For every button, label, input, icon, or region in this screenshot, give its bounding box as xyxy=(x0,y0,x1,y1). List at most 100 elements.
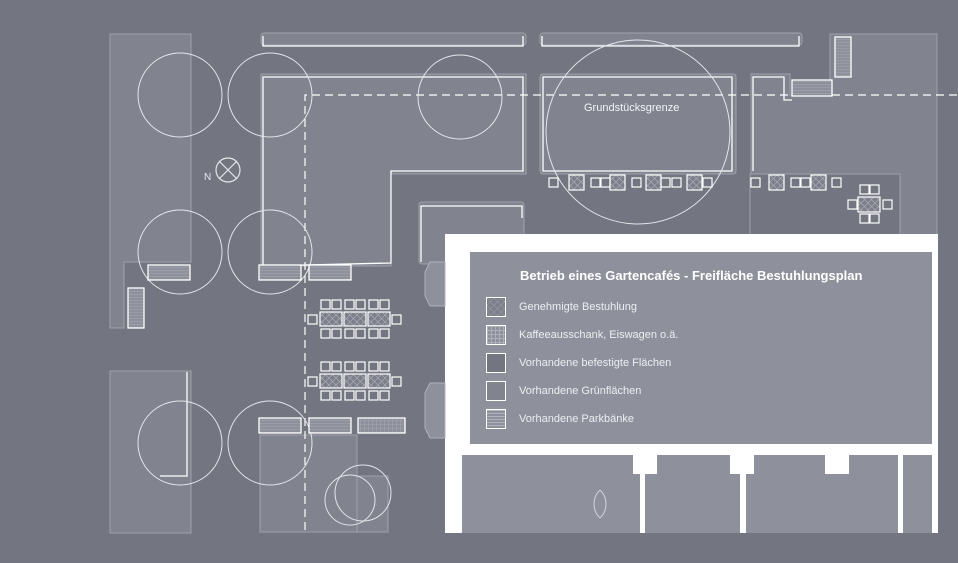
park-bench xyxy=(258,264,302,281)
table xyxy=(367,311,391,327)
table xyxy=(857,196,881,213)
green-area-left-top xyxy=(109,33,192,329)
chair xyxy=(600,177,611,188)
legend-item-green: Vorhandene Grünflächen xyxy=(486,380,641,402)
chair xyxy=(750,177,761,188)
tree xyxy=(137,400,223,486)
park-bench xyxy=(308,264,352,281)
legend-item-kiosk: Kaffeeausschank, Eiswagen o.ä. xyxy=(486,324,678,346)
chair xyxy=(368,299,379,310)
chair xyxy=(320,390,331,401)
chair xyxy=(379,299,390,310)
table xyxy=(568,174,585,191)
legend-label: Genehmigte Bestuhlung xyxy=(519,301,638,313)
building xyxy=(424,234,958,563)
chair xyxy=(320,299,331,310)
legend-item-paved: Vorhandene befestigte Flächen xyxy=(486,352,671,374)
chair xyxy=(671,177,682,188)
chair xyxy=(391,314,402,325)
chair xyxy=(307,376,318,387)
tree xyxy=(227,52,313,138)
legend-label: Vorhandene Parkbänke xyxy=(519,413,634,425)
table xyxy=(645,174,662,191)
park-bench xyxy=(258,417,302,434)
chair xyxy=(320,361,331,372)
tree xyxy=(324,474,376,526)
chair xyxy=(790,177,801,188)
chair xyxy=(702,177,713,188)
chair xyxy=(391,376,402,387)
park-benches xyxy=(127,36,852,434)
tree xyxy=(227,209,313,295)
legend-label: Vorhandene befestigte Flächen xyxy=(519,357,672,369)
chair xyxy=(368,328,379,339)
park-bench xyxy=(791,79,833,97)
legend-title: Betrieb eines Gartencafés - Freifläche B… xyxy=(520,268,863,283)
legend-panel xyxy=(470,252,935,444)
lines-swatch-icon xyxy=(486,409,506,429)
green-area-bottom-center-b xyxy=(356,475,389,533)
property-boundary-label: Grundstücksgrenze xyxy=(584,102,680,114)
grid-swatch-icon xyxy=(486,325,506,345)
tree xyxy=(227,400,313,486)
chair xyxy=(307,314,318,325)
park-bench xyxy=(834,36,852,78)
chair xyxy=(344,390,355,401)
green-area-top-strip-2 xyxy=(539,32,803,46)
approved-seating xyxy=(307,174,893,401)
green-area-left-bottom xyxy=(109,370,192,534)
legend-label: Vorhandene Grünflächen xyxy=(519,385,642,397)
chair xyxy=(590,177,601,188)
chair xyxy=(548,177,559,188)
table xyxy=(686,174,703,191)
table xyxy=(319,373,343,389)
tree xyxy=(137,52,223,138)
chair xyxy=(882,199,893,210)
table xyxy=(319,311,343,327)
legend-item-benches: Vorhandene Parkbänke xyxy=(486,408,634,430)
chair xyxy=(355,390,366,401)
chair xyxy=(368,390,379,401)
park-bench xyxy=(147,264,191,281)
park-bench xyxy=(308,417,352,434)
chair xyxy=(631,177,642,188)
chair xyxy=(379,361,390,372)
park-bench xyxy=(127,287,145,329)
tree-large xyxy=(545,39,731,225)
tree xyxy=(137,209,223,295)
table xyxy=(343,311,367,327)
chair xyxy=(660,177,671,188)
chair xyxy=(355,361,366,372)
chair xyxy=(800,177,811,188)
chair xyxy=(331,299,342,310)
chair xyxy=(355,299,366,310)
table xyxy=(343,373,367,389)
chair xyxy=(859,213,870,224)
chair xyxy=(344,361,355,372)
table xyxy=(768,174,785,191)
crosshatch-swatch-icon xyxy=(486,297,506,317)
green-area-center-right xyxy=(539,73,737,175)
legend-item-approved-seating: Genehmigte Bestuhlung xyxy=(486,296,637,318)
tree xyxy=(417,54,503,140)
chair xyxy=(320,328,331,339)
light-fill-swatch-icon xyxy=(486,381,506,401)
chair xyxy=(344,328,355,339)
chair xyxy=(379,390,390,401)
chair xyxy=(344,299,355,310)
property-boundary xyxy=(304,94,958,530)
legend-label: Kaffeeausschank, Eiswagen o.ä. xyxy=(519,329,679,341)
dark-fill-swatch-icon xyxy=(486,353,506,373)
chair xyxy=(869,213,880,224)
chair xyxy=(368,361,379,372)
green-area-bottom-center xyxy=(259,434,358,533)
chair xyxy=(331,390,342,401)
table xyxy=(609,174,626,191)
chair xyxy=(859,184,870,195)
table xyxy=(810,174,827,191)
trees xyxy=(137,39,731,526)
north-arrow-icon xyxy=(215,157,241,183)
table xyxy=(367,373,391,389)
chair xyxy=(331,361,342,372)
